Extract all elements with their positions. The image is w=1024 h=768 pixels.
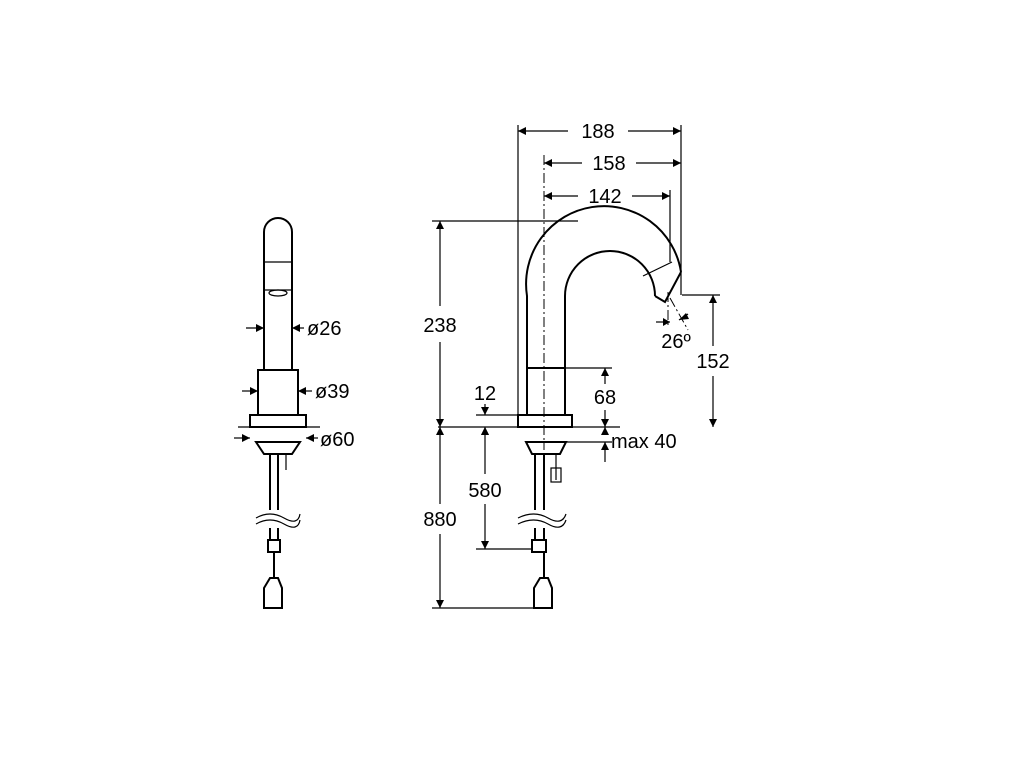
dim-26deg-arrowhead-right (679, 313, 689, 320)
front-base (517, 414, 573, 428)
dim-152-arrowhead-top (709, 295, 717, 303)
front-fixing-nut (524, 441, 568, 455)
dim-12-arrowhead-top (481, 407, 489, 415)
label-580: 580 (468, 480, 501, 502)
dim-880-arrowhead-bottom (436, 600, 444, 608)
label-142: 142 (588, 186, 621, 208)
side-body (257, 369, 299, 416)
label-188: 188 (581, 121, 614, 143)
dim-158-arrowhead-left (544, 159, 552, 167)
front-spout-outlet (654, 271, 682, 304)
label-26-degrees: 26º (661, 331, 691, 353)
side-break-mark-1 (255, 513, 301, 522)
dim-880-arrowhead-top (436, 427, 444, 435)
dim-142-arrowhead-left (544, 192, 552, 200)
front-tail-connector (533, 577, 553, 609)
dim-side-26-arrowhead-right (292, 324, 300, 332)
dim-max40-arrowhead-bottom (601, 442, 609, 450)
side-aerator (268, 289, 288, 297)
front-body (526, 367, 566, 416)
label-max-40: max 40 (611, 431, 677, 453)
dim-side-60-arrowhead-left (242, 434, 250, 442)
front-break-mark-1 (517, 513, 567, 522)
dim-188-arrowhead-left (518, 127, 526, 135)
front-hose-fitting (531, 539, 547, 553)
dim-26deg-flow-line (669, 297, 689, 331)
dim-238-arrowhead-top (436, 221, 444, 229)
label-diameter-60: ø60 (320, 429, 354, 451)
side-spout-outline (263, 217, 293, 370)
side-base (249, 414, 307, 428)
dim-26deg-arrowhead-left (663, 318, 670, 326)
dim-580-arrowhead-top (481, 427, 489, 435)
dim-side-39-arrowhead-right (298, 387, 306, 395)
dim-152-arrowhead-bottom (709, 419, 717, 427)
label-880: 880 (423, 509, 456, 531)
dim-side-60-arrowhead-right (306, 434, 314, 442)
dim-68-arrowhead-top (601, 368, 609, 376)
label-152: 152 (696, 351, 729, 373)
label-238: 238 (423, 315, 456, 337)
label-diameter-26: ø26 (307, 318, 341, 340)
dim-188-arrowhead-right (673, 127, 681, 135)
side-tail-connector (263, 577, 283, 609)
dim-158-arrowhead-right (673, 159, 681, 167)
dim-238-arrowhead-bottom (436, 419, 444, 427)
side-fixing-nut (254, 441, 302, 455)
dim-142-arrowhead-right (662, 192, 670, 200)
dim-68-arrowhead-bottom (601, 419, 609, 427)
dim-max40-arrowhead-top (601, 427, 609, 435)
side-break-mark-2 (255, 519, 301, 528)
front-spout-inner (564, 250, 656, 368)
dim-580-arrowhead-bottom (481, 541, 489, 549)
side-view: ø26 ø39 ø60 (234, 217, 354, 609)
side-hose-fitting (267, 539, 281, 553)
dim-side-26-arrowhead-left (256, 324, 264, 332)
front-rod-fitting (550, 467, 562, 483)
label-68: 68 (594, 387, 616, 409)
front-spout-outer (525, 205, 682, 368)
front-spout-band (642, 261, 673, 277)
front-break-mark-2 (517, 519, 567, 528)
label-12: 12 (474, 383, 496, 405)
label-diameter-39: ø39 (315, 381, 349, 403)
front-view: 188 158 142 238 152 26º (423, 121, 730, 609)
label-158: 158 (592, 153, 625, 175)
dim-side-39-arrowhead-left (250, 387, 258, 395)
